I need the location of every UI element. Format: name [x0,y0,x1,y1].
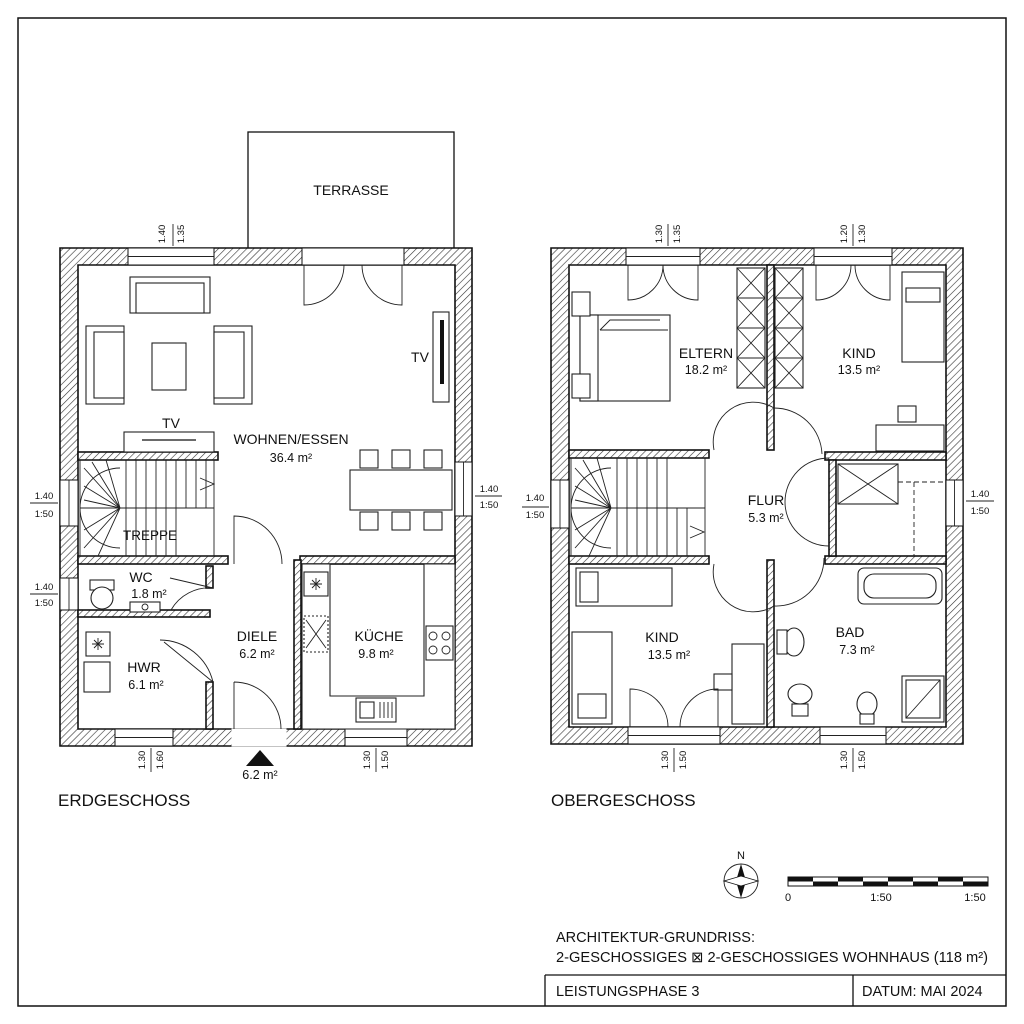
dim-top-a: 1.40 [157,225,168,244]
upper-floor-plan: ELTERN 18.2 m² KIND 13.5 m² FLUR 5.3 m² … [522,224,994,810]
room-name-wc: WC [129,569,152,585]
dim-up-top-2b: 1.30 [857,225,868,244]
ground-floor-plan: TERRASSE [30,131,502,810]
dim-right-b: 1:50 [480,500,499,511]
dim-top-b: 1.35 [176,225,187,244]
dim-up-top-1a: 1.30 [654,225,665,244]
tv-label-right: TV [411,349,430,365]
date-label: DATUM: MAI 2024 [862,984,983,1000]
dim-bottom-1b: 1.60 [155,751,166,770]
room-area-wc: 1.8 m² [131,587,166,601]
window-openings-upper [550,247,964,745]
dim-up-right-a: 1.40 [971,489,990,500]
dim-up-bottom-2a: 1.30 [839,751,850,770]
room-name-child-2: KIND [645,629,678,645]
sheet-border [17,17,1007,1007]
terrace-label: TERRASSE [313,182,388,198]
room-area-kitchen: 9.8 m² [358,647,393,661]
entrance-arrow-icon [246,750,274,766]
title-line-1: ARCHITEKTUR-GRUNDRISS: [556,930,755,946]
hwr-fixtures [83,631,111,693]
upper-floor-label: OBERGESCHOSS [551,791,696,810]
bath-fixtures [776,463,945,725]
room-name-kitchen: KÜCHE [354,627,403,644]
north-label: N [737,850,745,862]
wardrobe-child [774,267,804,389]
room-area-bath: 7.3 m² [839,643,874,657]
hall-doors [159,515,283,730]
dim-up-left-b: 1:50 [526,510,545,521]
room-area-corridor: 5.3 m² [748,511,783,525]
room-area-parents: 18.2 m² [685,363,727,377]
ground-floor-label: ERDGESCHOSS [58,791,190,810]
dim-up-left-a: 1.40 [526,493,545,504]
room-name-bath: BAD [836,624,865,640]
upper-dimensions: 1.30 1.35 1.20 1.30 1.40 1:50 1.40 1:50 … [522,224,994,772]
child-room-doors [629,688,719,728]
room-name-hall: DIELE [237,628,277,644]
upper-furniture [571,271,945,725]
scale-bar: 0 1:50 1:50 [785,876,989,904]
room-area-hall: 6.2 m² [239,647,274,661]
room-area-child-1: 13.5 m² [838,363,880,377]
dim-left-1b: 1:50 [35,509,54,520]
room-area-living: 36.4 m² [270,451,312,465]
dim-right-a: 1.40 [480,484,499,495]
room-area-hwr: 6.1 m² [128,678,163,692]
dim-up-top-1b: 1.35 [672,225,683,244]
wc-fixtures [89,579,161,613]
dim-left-2a: 1.40 [35,582,54,593]
hall-doors-upper [712,401,830,613]
kitchen-fixtures [301,563,456,730]
room-name-corridor: FLUR [748,492,785,508]
dining-table [349,449,453,531]
dim-up-top-2a: 1.20 [839,225,850,244]
scale-label-2: 1:50 [964,892,985,904]
room-name-hwr: HWR [127,659,160,675]
dim-up-bottom-1b: 1.50 [678,751,689,770]
staircase: TREPPE [79,459,216,557]
dim-left-1a: 1.40 [35,491,54,502]
north-arrow-icon: N [722,850,760,899]
room-name-child-1: KIND [842,345,875,361]
title-line-2: 2-GESCHOSSIGES ⊠ 2-GESCHOSSIGES WOHNHAUS… [556,950,988,966]
staircase-upper [570,457,706,557]
dim-bottom-2b: 1.50 [380,751,391,770]
room-name-living: WOHNEN/ESSEN [233,431,348,447]
dim-bottom-2a: 1.30 [362,751,373,770]
dim-up-right-b: 1:50 [971,506,990,517]
room-name-parents: ELTERN [679,345,733,361]
living-furniture [85,276,450,453]
tv-label-left: TV [162,415,181,431]
scale-label-0: 0 [785,892,791,904]
ground-dimensions: 1.40 1.35 1.40 1:50 1.40 1:50 1.40 1:50 … [30,224,502,772]
interior-walls-upper [568,264,947,728]
dim-bottom-1a: 1.30 [137,751,148,770]
stairs-label: TREPPE [123,528,177,543]
scale-label-1: 1:50 [870,892,891,904]
window-openings [59,247,473,747]
dim-up-bottom-1a: 1.30 [660,751,671,770]
entrance-area-label: 6.2 m² [242,768,277,782]
title-block: ARCHITEKTUR-GRUNDRISS: 2-GESCHOSSIGES ⊠ … [544,930,1006,1006]
room-area-child-2: 13.5 m² [648,648,690,662]
terrace-door [303,264,403,306]
phase-label: LEISTUNGSPHASE 3 [556,984,699,1000]
upper-window-sashes [627,264,891,301]
dim-left-2b: 1:50 [35,598,54,609]
wardrobe-parents [736,267,766,389]
dim-up-bottom-2b: 1.50 [857,751,868,770]
